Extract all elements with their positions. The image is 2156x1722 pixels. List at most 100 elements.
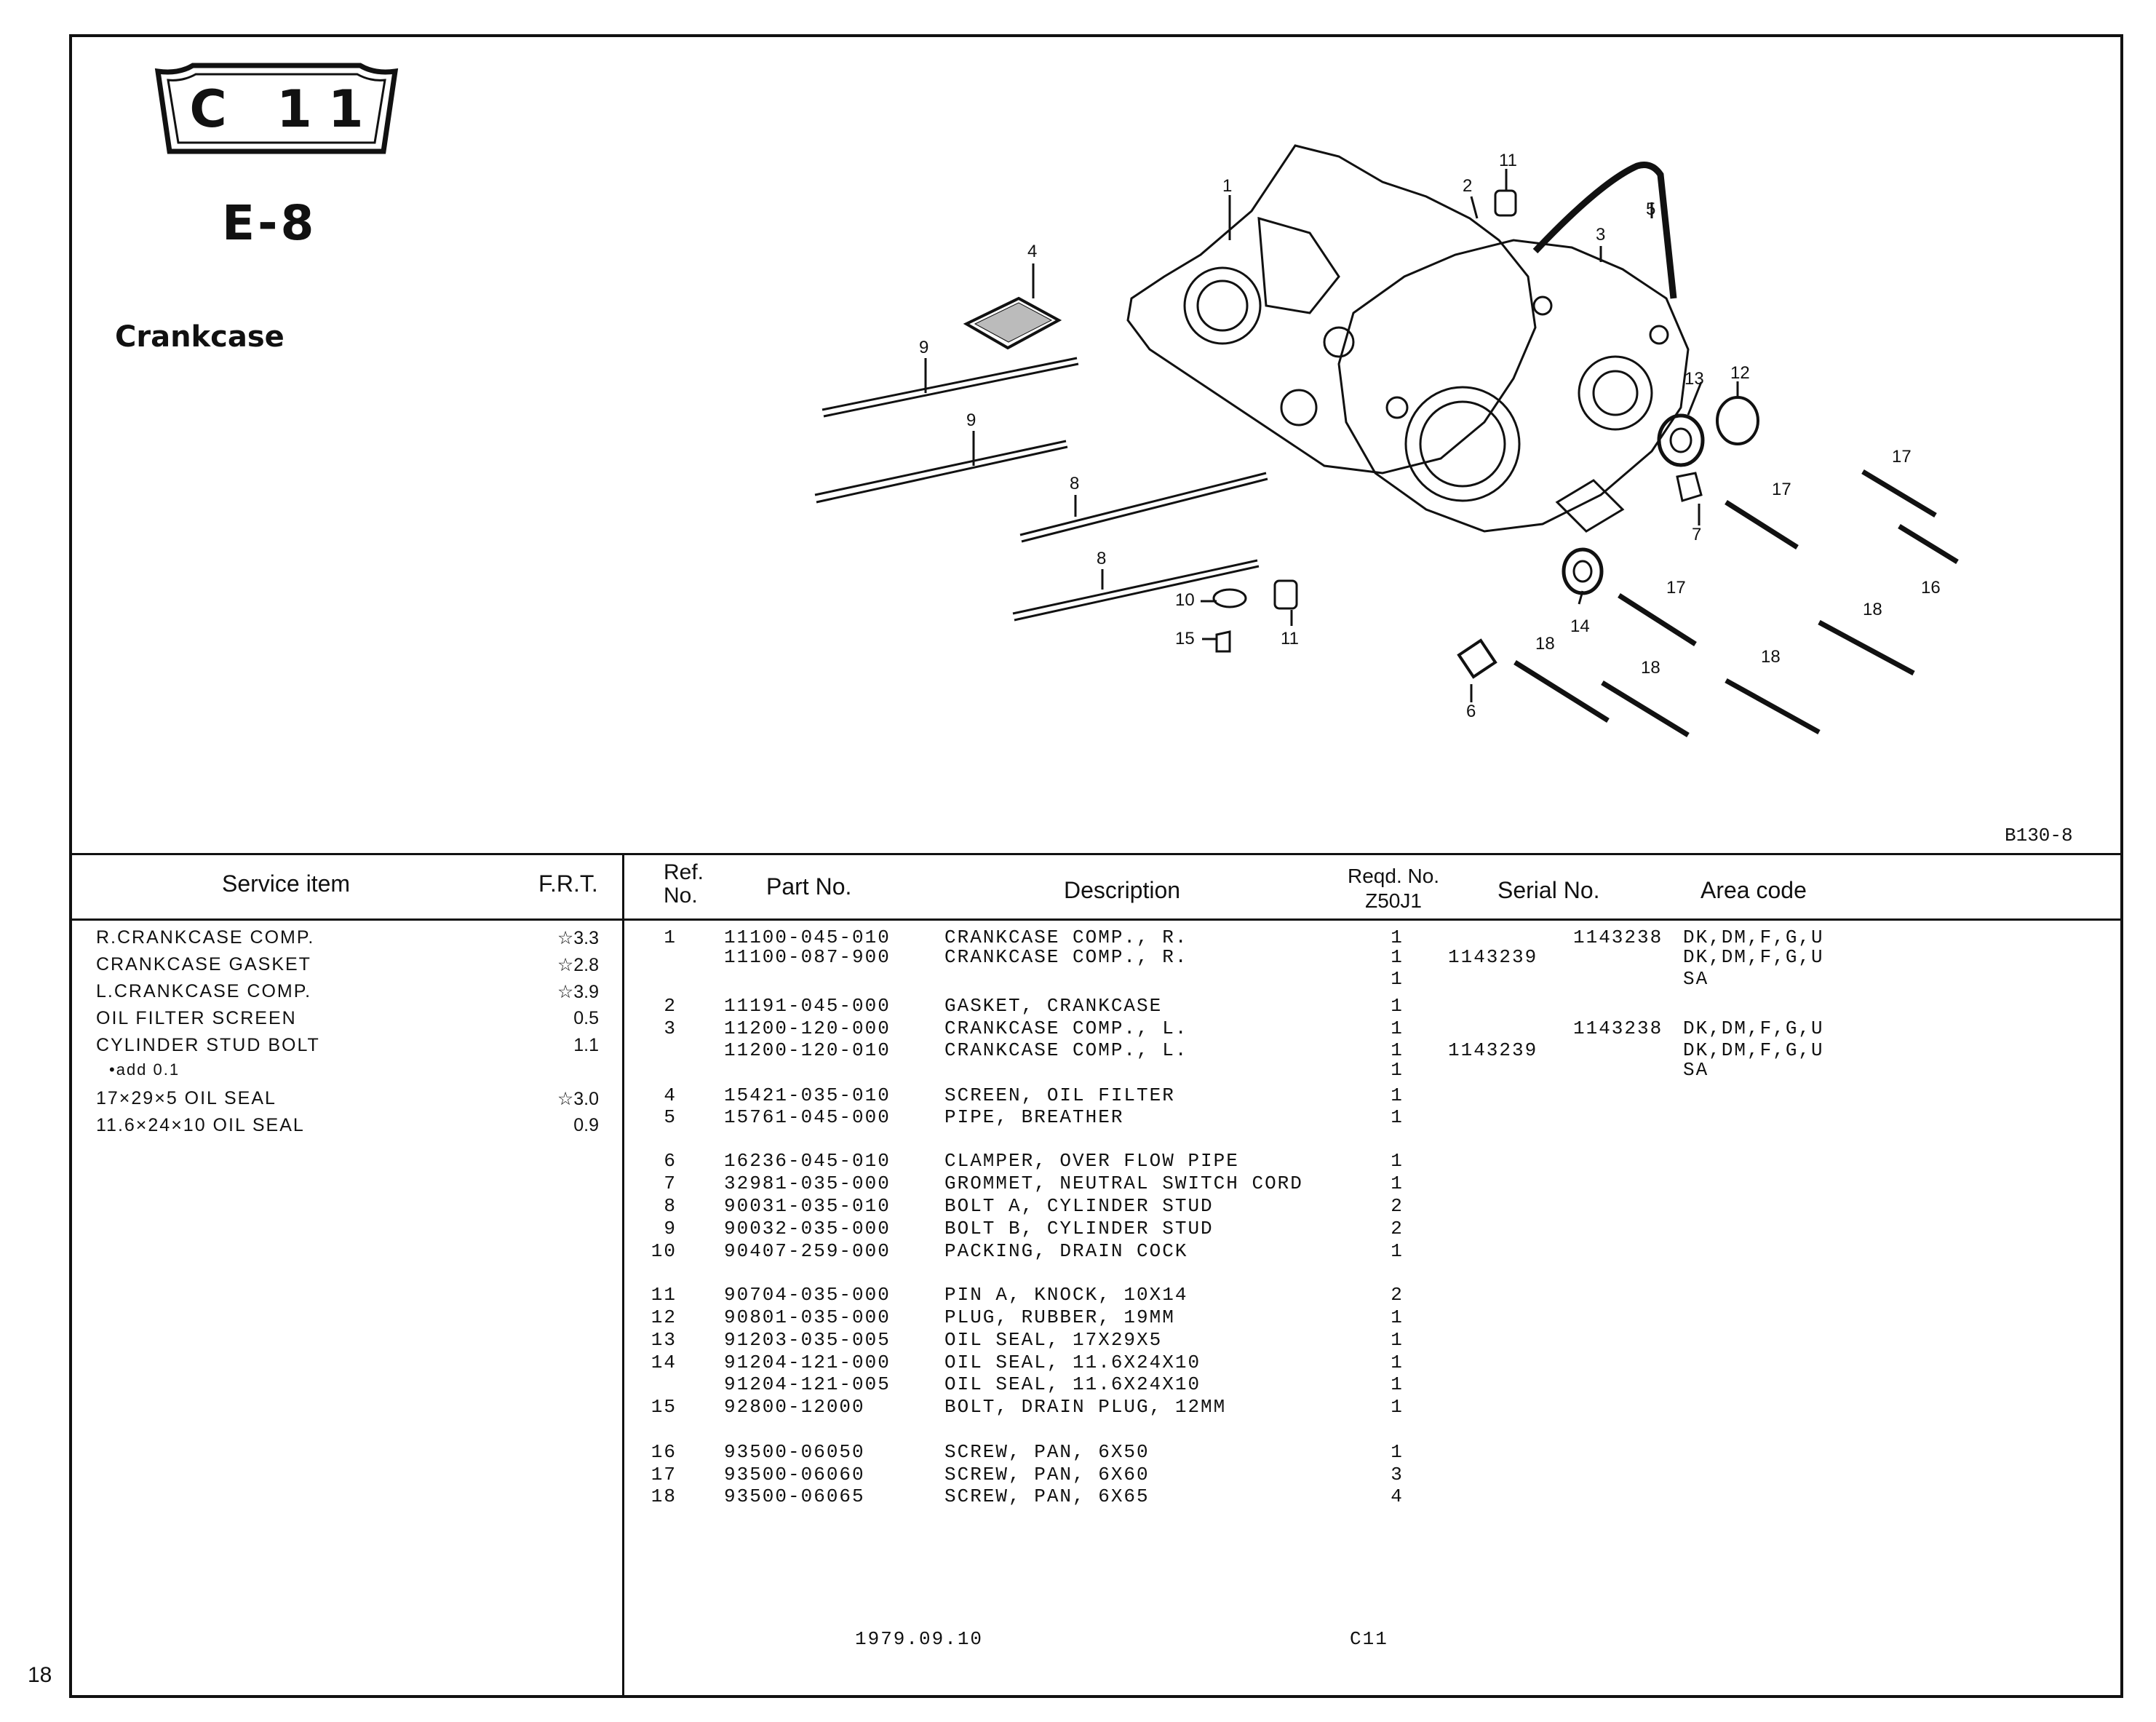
parts-cell-ref: 12: [651, 1306, 677, 1328]
parts-cell-part: 92800-12000: [724, 1396, 865, 1418]
ref-no-header: Ref. No.: [664, 860, 704, 908]
parts-cell-serial: 1143238: [1573, 927, 1663, 948]
page-title: Crankcase: [115, 320, 285, 354]
parts-cell-ref: 1: [664, 927, 677, 948]
parts-cell-serial: 1143239: [1448, 1039, 1538, 1061]
parts-cell-part: 93500-06065: [724, 1485, 865, 1507]
parts-cell-qty: 1: [1391, 946, 1404, 968]
service-row-item: 17×29×5 OIL SEAL: [96, 1088, 277, 1108]
model-code: C 11: [189, 79, 380, 139]
parts-cell-serial: 1143238: [1573, 1017, 1663, 1039]
parts-cell-part: 11191-045-000: [724, 995, 891, 1017]
parts-cell-desc: SCREW, PAN, 6X65: [944, 1485, 1150, 1507]
callout-11a: 11: [1499, 151, 1517, 170]
callout-14: 14: [1570, 616, 1590, 636]
parts-cell-ref: 2: [664, 995, 677, 1017]
parts-cell-qty: 4: [1391, 1485, 1404, 1507]
callout-13: 13: [1684, 369, 1704, 389]
service-row-frt: 0.5: [573, 1008, 599, 1028]
parts-cell-qty: 1: [1391, 1306, 1404, 1328]
parts-cell-part: 90032-035-000: [724, 1218, 891, 1239]
parts-cell-qty: 1: [1391, 1039, 1404, 1061]
parts-cell-ref: 5: [664, 1106, 677, 1128]
callout-17a: 17: [1892, 447, 1912, 467]
table-divider: [622, 855, 624, 1698]
service-row-item: L.CRANKCASE COMP.: [96, 981, 312, 1001]
callout-18b: 18: [1535, 634, 1555, 654]
callout-8a: 8: [1070, 474, 1079, 493]
parts-cell-area: DK,DM,F,G,U: [1683, 927, 1824, 948]
parts-cell-qty: 2: [1391, 1195, 1404, 1217]
table-top-rule: [69, 853, 2123, 855]
parts-cell-part: 15761-045-000: [724, 1106, 891, 1128]
callout-17b: 17: [1772, 480, 1791, 499]
parts-cell-part: 16236-045-010: [724, 1150, 891, 1172]
callout-7: 7: [1692, 525, 1701, 544]
parts-cell-qty: 1: [1391, 1084, 1404, 1106]
callout-12: 12: [1730, 363, 1750, 383]
parts-cell-qty: 2: [1391, 1218, 1404, 1239]
service-row-frt: ☆3.9: [557, 982, 599, 1002]
parts-cell-ref: 11: [651, 1284, 677, 1306]
callout-10: 10: [1175, 590, 1195, 610]
callout-9b: 9: [966, 410, 976, 430]
parts-cell-desc: CRANKCASE COMP., L.: [944, 1017, 1188, 1039]
callout-15: 15: [1175, 629, 1195, 648]
parts-cell-ref: 4: [664, 1084, 677, 1106]
parts-cell-qty: 1: [1391, 1373, 1404, 1395]
callout-1: 1: [1222, 176, 1232, 196]
parts-cell-part: 15421-035-010: [724, 1084, 891, 1106]
parts-cell-qty: 1: [1391, 995, 1404, 1017]
service-item-header: Service item: [222, 870, 351, 897]
parts-cell-ref: 13: [651, 1329, 677, 1351]
parts-cell-desc: CRANKCASE COMP., R.: [944, 927, 1188, 948]
service-row-frt: ☆3.0: [557, 1089, 599, 1109]
parts-cell-ref: 3: [664, 1017, 677, 1039]
parts-cell-part: 91203-035-005: [724, 1329, 891, 1351]
parts-cell-serial: 1143239: [1448, 946, 1538, 968]
parts-cell-qty: 1: [1391, 968, 1404, 990]
parts-cell-desc: CRANKCASE COMP., L.: [944, 1039, 1188, 1061]
page-frame: [69, 34, 2123, 1698]
parts-cell-part: 90031-035-010: [724, 1195, 891, 1217]
parts-cell-desc: GASKET, CRANKCASE: [944, 995, 1163, 1017]
service-row-frt: 1.1: [573, 1035, 599, 1055]
reqd-no-header: Reqd. No. Z50J1: [1348, 865, 1440, 912]
service-row-frt: ☆3.3: [557, 928, 599, 948]
parts-cell-part: 11200-120-010: [724, 1039, 891, 1061]
parts-cell-desc: PACKING, DRAIN COCK: [944, 1240, 1188, 1262]
parts-cell-part: 11200-120-000: [724, 1017, 891, 1039]
parts-cell-qty: 1: [1391, 1396, 1404, 1418]
parts-cell-ref: 9: [664, 1218, 677, 1239]
parts-cell-ref: 18: [651, 1485, 677, 1507]
parts-cell-qty: 3: [1391, 1464, 1404, 1485]
parts-cell-desc: GROMMET, NEUTRAL SWITCH CORD: [944, 1173, 1303, 1194]
parts-cell-ref: 14: [651, 1352, 677, 1373]
parts-cell-part: 11100-045-010: [724, 927, 891, 948]
parts-cell-part: 91204-121-005: [724, 1373, 891, 1395]
parts-cell-ref: 17: [651, 1464, 677, 1485]
parts-cell-part: 32981-035-000: [724, 1173, 891, 1194]
service-row-item: CRANKCASE GASKET: [96, 954, 311, 975]
figure-code: B130-8: [2005, 825, 2073, 846]
parts-cell-ref: 7: [664, 1173, 677, 1194]
footer-date: 1979.09.10: [855, 1628, 984, 1650]
parts-cell-area: DK,DM,F,G,U: [1683, 1039, 1824, 1061]
parts-cell-desc: BOLT, DRAIN PLUG, 12MM: [944, 1396, 1227, 1418]
parts-cell-desc: PLUG, RUBBER, 19MM: [944, 1306, 1175, 1328]
service-row-frt: 0.9: [573, 1115, 599, 1135]
parts-cell-qty: 1: [1391, 1106, 1404, 1128]
parts-cell-ref: 6: [664, 1150, 677, 1172]
parts-cell-qty: 1: [1391, 1150, 1404, 1172]
parts-cell-desc: SCREW, PAN, 6X60: [944, 1464, 1150, 1485]
parts-cell-part: 90801-035-000: [724, 1306, 891, 1328]
description-header: Description: [1064, 877, 1181, 903]
parts-cell-part: 91204-121-000: [724, 1352, 891, 1373]
parts-cell-qty: 2: [1391, 1284, 1404, 1306]
parts-cell-desc: CRANKCASE COMP., R.: [944, 946, 1188, 968]
parts-cell-desc: BOLT B, CYLINDER STUD: [944, 1218, 1214, 1239]
parts-cell-qty: 1: [1391, 1059, 1404, 1081]
frt-header: F.R.T.: [538, 870, 598, 897]
callout-9a: 9: [919, 338, 928, 357]
parts-cell-desc: OIL SEAL, 11.6X24X10: [944, 1373, 1201, 1395]
